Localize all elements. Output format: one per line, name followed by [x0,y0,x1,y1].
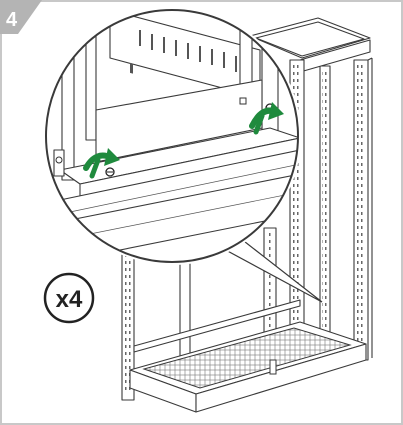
cabinet-frame [121,17,373,413]
quantity-label: x4 [56,286,83,313]
detail-callout [43,7,323,303]
rotate-arrow-icon [249,102,284,135]
magnifier-lens [45,9,299,263]
rotate-arrow-icon [83,148,120,179]
screw-icon [105,167,115,177]
foot [269,359,277,375]
step-badge: 4 [0,0,42,34]
quantity-badge: x4 [43,272,95,324]
step-number: 4 [6,9,18,31]
